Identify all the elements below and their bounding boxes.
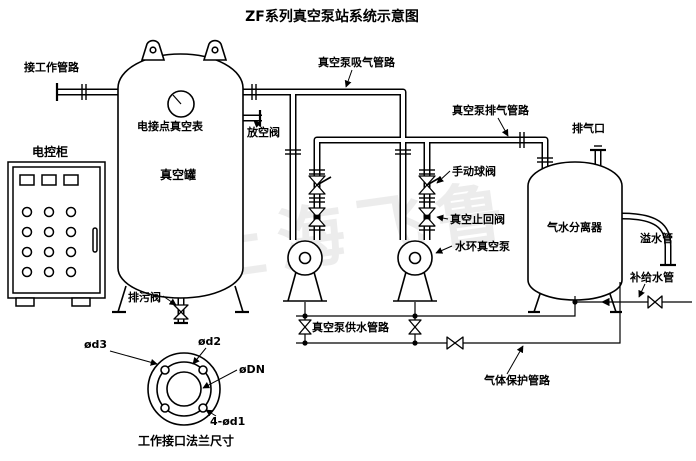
exhaust-port-label: 排气口 <box>572 121 605 135</box>
vacuum-gauge-icon <box>167 90 195 118</box>
separator-tank <box>527 161 623 314</box>
flange-detail <box>109 347 238 426</box>
work-pipe-label: 接工作管路 <box>24 60 80 74</box>
manual-ball-valve-symbol <box>308 175 332 195</box>
flange-bolt-label: 4-ød1 <box>210 415 245 428</box>
panel-button-icons <box>21 206 77 278</box>
bolt-hole-icon <box>198 365 208 375</box>
bolt-hole-icon <box>160 403 170 413</box>
supply-pipe-label: 真空泵供水管路 <box>312 320 390 334</box>
protection-valve-symbol <box>446 336 464 350</box>
door-handle-icon <box>92 227 98 253</box>
makeup-valve-symbol <box>647 295 663 309</box>
flange-caption: 工作接口法兰尺寸 <box>138 433 234 448</box>
panel-window-icon <box>63 174 79 186</box>
leader-lines <box>162 69 646 375</box>
separator-label: 气水分离器 <box>546 220 603 234</box>
diagram-title: ZF系列真空泵站系统示意图 <box>245 8 419 25</box>
check-valve-symbol <box>418 207 436 227</box>
protection-pipe-label: 气体保护管路 <box>483 373 551 387</box>
flange-d2-label: ød2 <box>198 335 221 348</box>
check-valve-symbol <box>308 207 326 227</box>
pump-1 <box>283 240 327 302</box>
gauge-label: 电接点真空表 <box>137 119 204 133</box>
pump-2 <box>393 240 437 302</box>
pump-label: 水环真空泵 <box>455 239 510 253</box>
supply-valve-symbol <box>408 319 422 335</box>
service-lines <box>296 282 692 346</box>
check-valve-label: 真空止回阀 <box>450 212 505 226</box>
makeup-label: 补给水管 <box>629 270 674 284</box>
overflow-label: 溢水管 <box>640 231 673 245</box>
flange-dn-label: øDN <box>239 363 265 376</box>
drain-valve-symbol <box>173 304 189 320</box>
panel-window-icon <box>41 174 57 186</box>
bolt-hole-icon <box>198 403 208 413</box>
vacuum-tank <box>112 39 249 314</box>
cabinet-label: 电控柜 <box>32 144 68 159</box>
exhaust-pipe-label: 真空泵排气管路 <box>452 103 530 117</box>
control-cabinet <box>7 161 106 307</box>
pipe-flanges <box>55 83 676 325</box>
ball-valve-label: 手动球阀 <box>452 164 496 178</box>
vent-valve-label: 放空阀 <box>246 125 280 139</box>
suction-pipe-label: 真空泵吸气管路 <box>318 55 396 69</box>
bolt-hole-icon <box>160 365 170 375</box>
supply-valve-symbol <box>298 319 312 335</box>
panel-window-icon <box>19 174 35 186</box>
flange-d3-label: ød3 <box>84 338 107 351</box>
tank-label: 真空罐 <box>160 167 196 182</box>
drain-valve-label: 排污阀 <box>128 290 161 304</box>
